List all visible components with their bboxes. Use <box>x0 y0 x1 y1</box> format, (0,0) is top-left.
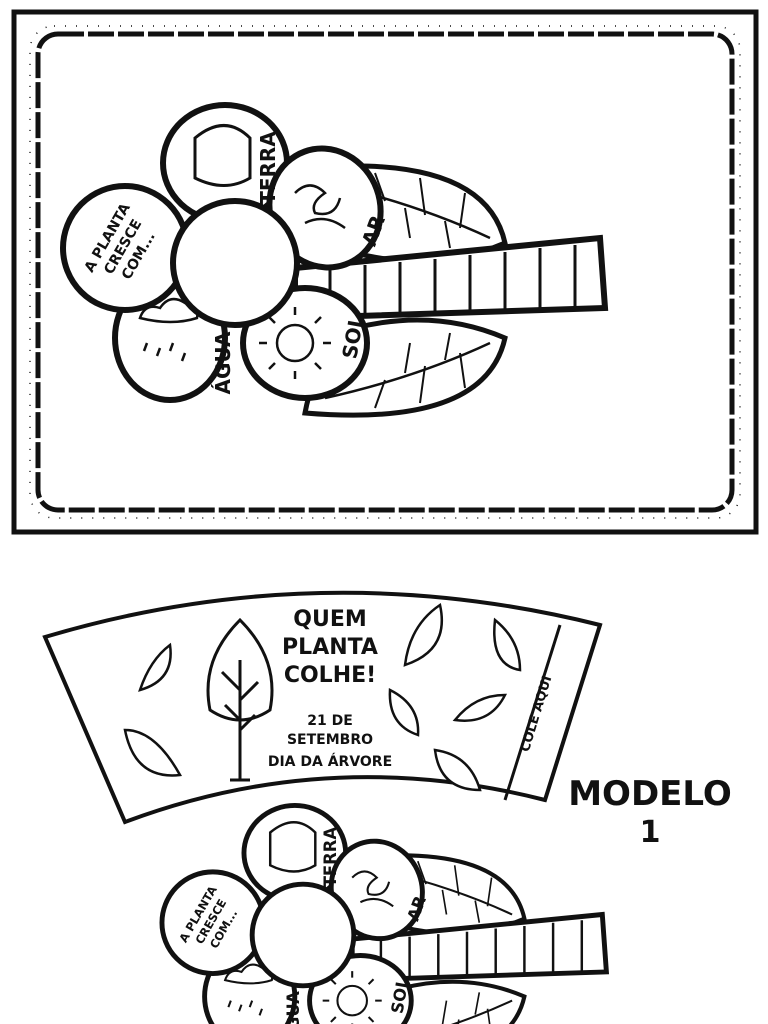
cup-tree-icon <box>206 617 274 782</box>
top-petal-label-earth: TERRA <box>256 131 280 205</box>
cup-occasion: DIA DA ÁRVORE <box>268 753 392 770</box>
cup-leaf-icons <box>123 602 522 792</box>
model-label-word: MODELO <box>568 774 732 814</box>
cup-date-line-2: SETEMBRO <box>287 732 373 748</box>
cup-date-line-1: 21 DE <box>307 713 353 729</box>
top-petal-label-water: ÁGUA <box>211 331 235 395</box>
cup-title-line-1: QUEM <box>293 607 367 632</box>
bottom-petal-label-water: ÁGUA <box>284 991 303 1024</box>
cup-title-line-3: COLHE! <box>284 663 376 688</box>
model-label-number: 1 <box>640 815 661 850</box>
bottom-flower: TERRA AR SOL ÁGUA A PLANTA CRESCE COM... <box>162 805 606 1024</box>
cup-title-line-2: PLANTA <box>282 635 378 660</box>
model-label: MODELO 1 <box>568 774 732 850</box>
cup-title: QUEM PLANTA COLHE! <box>282 607 378 688</box>
top-flower: TERRA AR SOL ÁGUA A PLANTA CRESCE COM... <box>63 105 605 415</box>
bottom-petal-label-earth: TERRA <box>321 827 340 888</box>
cup-band: COLE AQUI QUEM PLANTA COLHE! 21 DE SETEM… <box>42 590 603 825</box>
